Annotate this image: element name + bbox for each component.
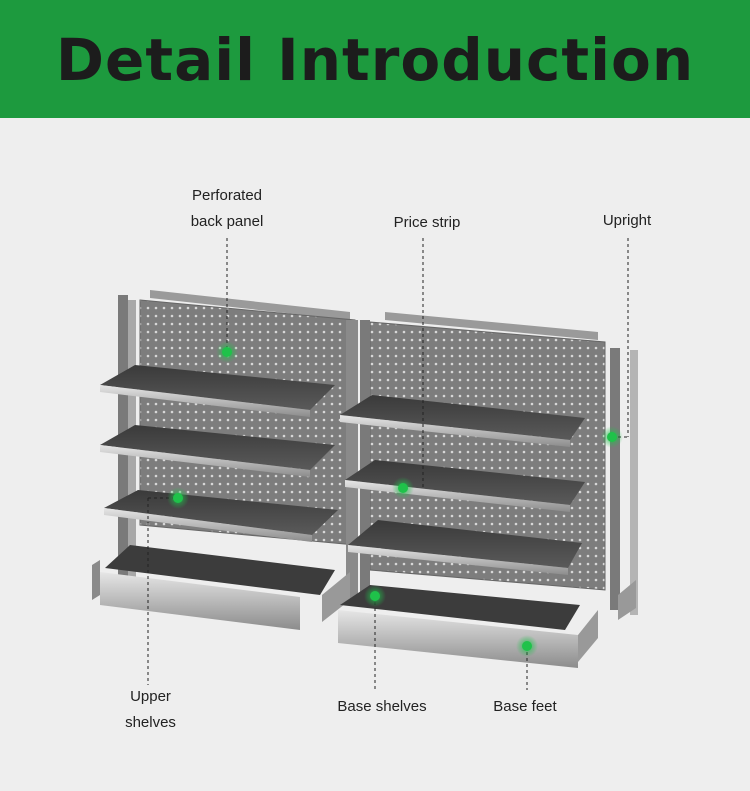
markers [167, 341, 623, 657]
right-unit [338, 312, 638, 668]
label-upper-shelves: Upper shelves [125, 688, 176, 731]
header-banner: Detail Introduction [0, 0, 750, 118]
left-unit [92, 290, 358, 630]
label-upright: Upright [602, 212, 652, 229]
page-title: Detail Introduction [55, 26, 695, 94]
label-perforated-back-panel: Perforated back panel [190, 187, 264, 230]
label-price-strip: Price strip [393, 214, 461, 231]
label-base-feet: Base feet [493, 698, 557, 715]
label-base-shelves: Base shelves [337, 698, 427, 715]
